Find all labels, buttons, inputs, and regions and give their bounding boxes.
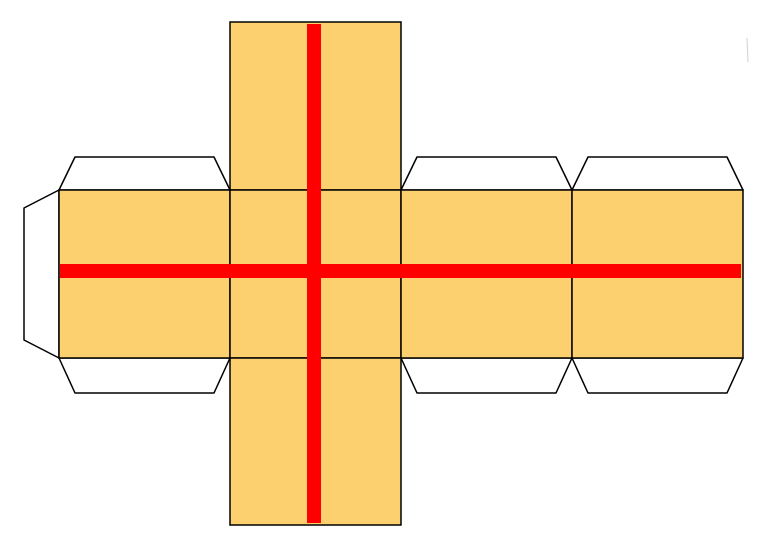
right-face-bottom-tab <box>400 357 573 394</box>
far-right-face-top-tab <box>571 156 744 191</box>
horizontal-ribbon <box>60 264 741 278</box>
left-face-side-tab <box>23 189 60 359</box>
ribbons <box>60 24 741 523</box>
right-face-top-tab <box>400 156 573 191</box>
far-right-face-bottom-tab <box>571 357 744 394</box>
left-face-bottom-tab <box>58 357 231 394</box>
edge-mark <box>746 37 749 63</box>
left-face-top-tab <box>58 156 231 191</box>
